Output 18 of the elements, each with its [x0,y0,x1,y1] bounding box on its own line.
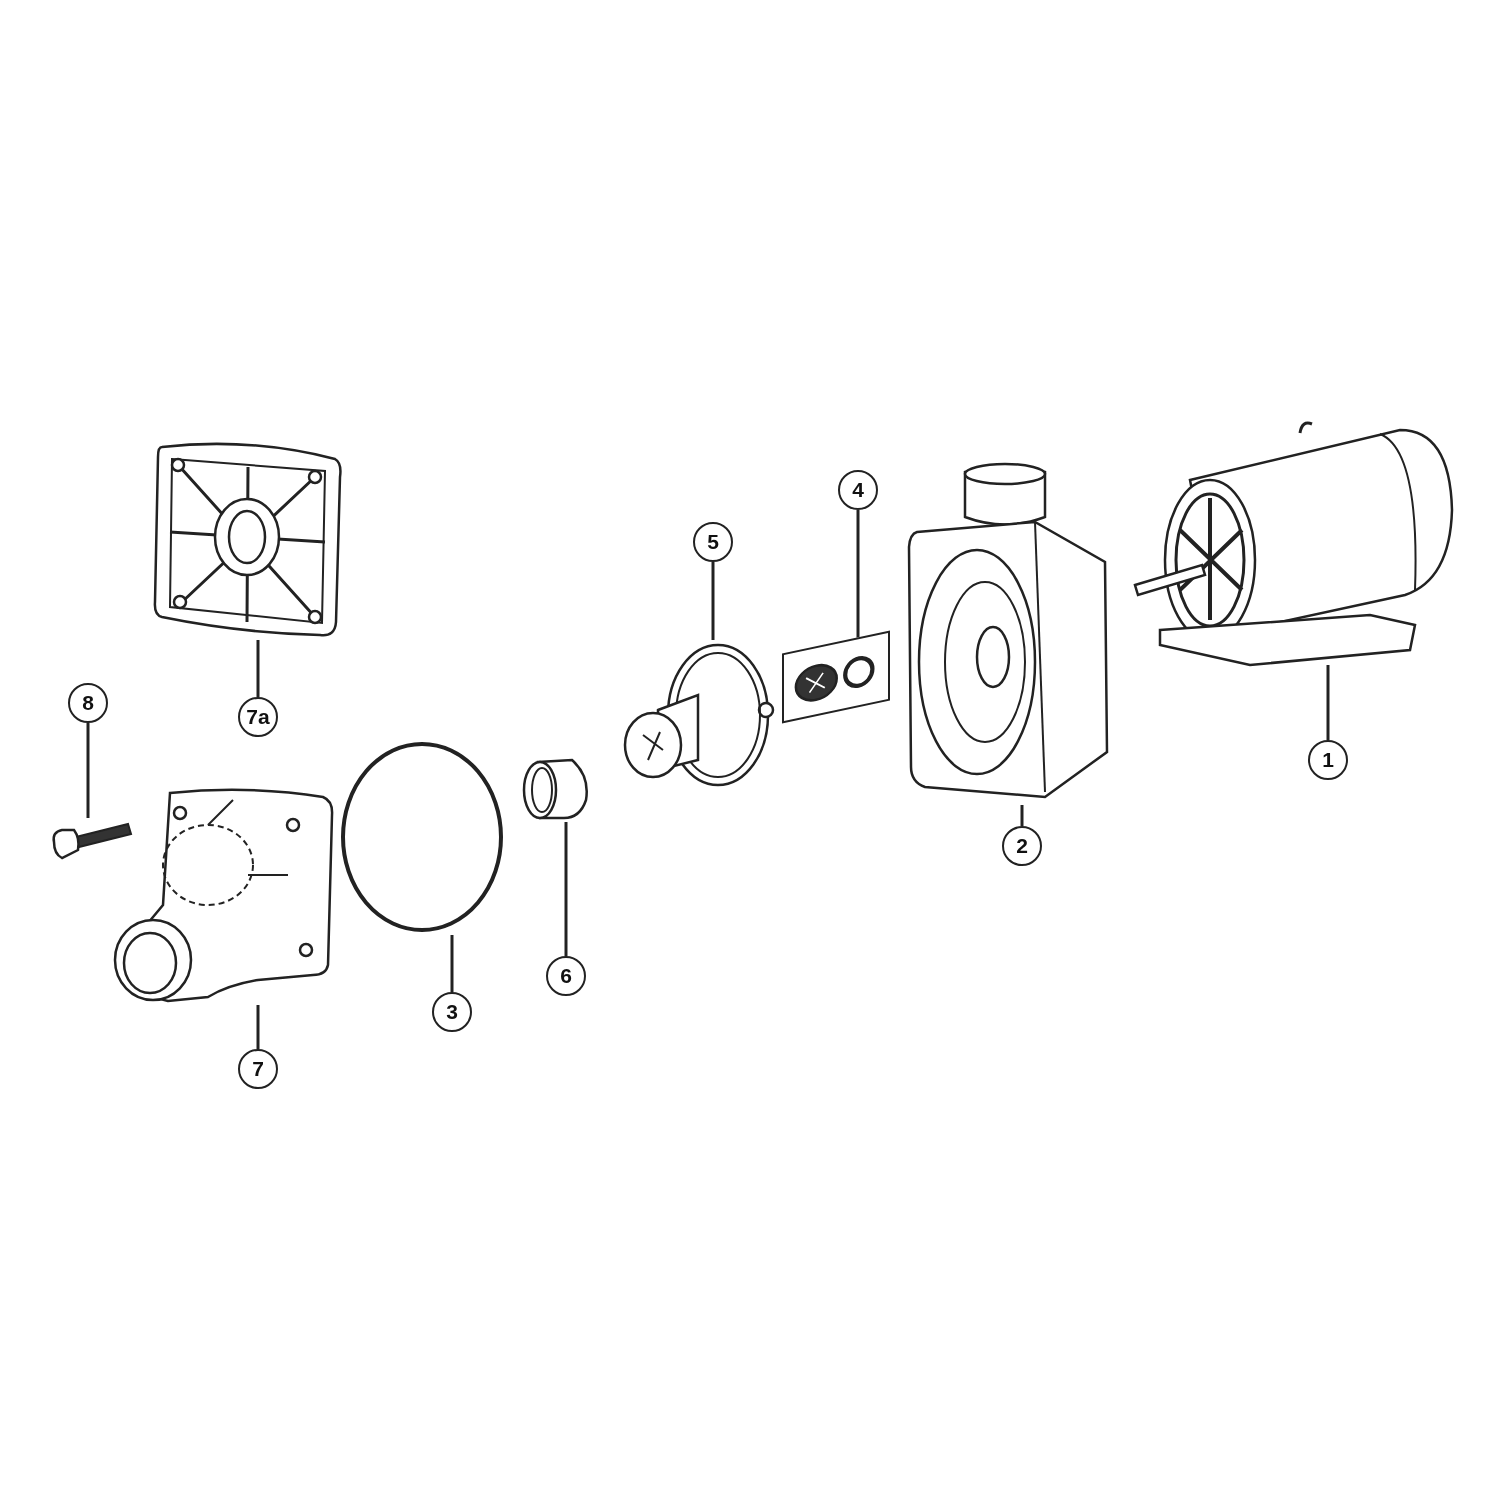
callout-number: 7a [238,697,278,737]
callout-number: 3 [432,992,472,1032]
callout-number: 4 [838,470,878,510]
callout-number: 7 [238,1049,278,1089]
leader-line [1326,665,1330,740]
leader-line [256,640,260,697]
leader-line [86,723,90,818]
leader-line [450,935,454,992]
callout-number: 1 [1308,740,1348,780]
leader-line [711,562,715,640]
callout-number: 2 [1002,826,1042,866]
leader-line [1020,805,1024,826]
callout-number: 6 [546,956,586,996]
leader-line [564,822,568,956]
o-ring-drawing [338,740,506,935]
callout-number: 8 [68,683,108,723]
leader-line [256,1005,260,1049]
callout-number: 5 [693,522,733,562]
